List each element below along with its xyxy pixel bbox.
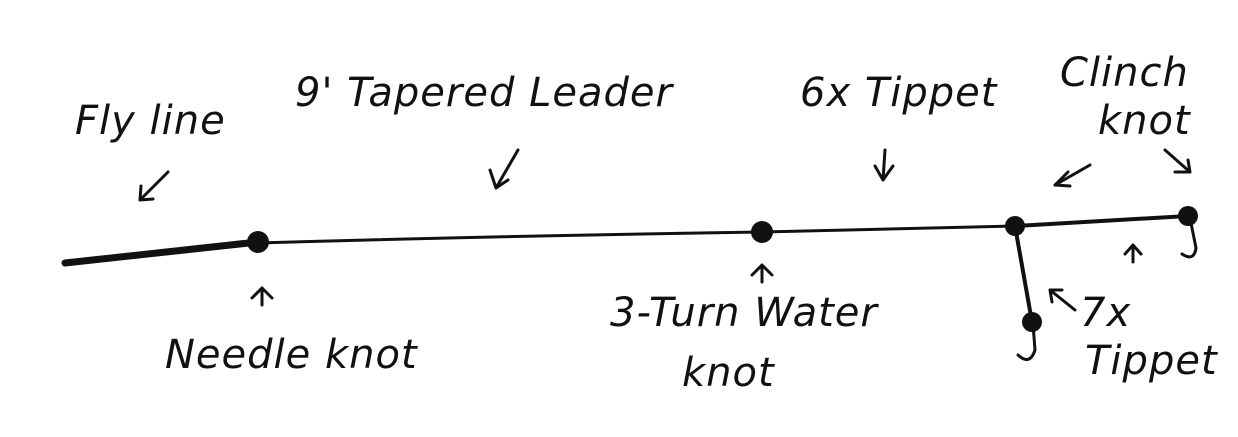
label-6x-tippet: 6x Tippet: [800, 70, 998, 116]
label-fly-line: Fly line: [75, 98, 226, 144]
water-knot-dot: [751, 221, 773, 243]
hook-end-icon: [1180, 216, 1198, 259]
clinch-knot-dropper-dot: [1022, 312, 1042, 332]
label-needle-knot: Needle knot: [165, 332, 418, 378]
tippet-7x-dropper: [1013, 224, 1034, 324]
arrow-needle-knot: [250, 286, 274, 307]
hook-dropper-icon: [1016, 322, 1037, 361]
arrow-7x: [1048, 288, 1077, 312]
label-3-turn-water: 3-Turn Water: [610, 290, 878, 336]
tapered-leader-segment: [256, 230, 764, 245]
needle-knot-dot: [247, 231, 269, 253]
arrow-main-tippet: [1123, 243, 1143, 264]
arrow-leader: [488, 148, 520, 190]
label-water-knot: knot: [682, 350, 775, 396]
dropper-junction-dot: [1005, 216, 1025, 236]
fly-line-segment: [61, 238, 262, 267]
label-clinch-knot: knot: [1098, 98, 1191, 144]
tippet-main-end-segment: [1013, 214, 1190, 228]
label-clinch: Clinch: [1060, 50, 1189, 96]
arrow-clinch-left: [1053, 163, 1092, 188]
tippet-6x-segment: [760, 224, 1017, 234]
arrow-water-knot: [750, 263, 774, 284]
label-tapered-leader: 9' Tapered Leader: [295, 70, 673, 116]
arrow-clinch-right: [1163, 148, 1192, 174]
clinch-knot-end-dot: [1178, 206, 1198, 226]
label-7x-tippet: Tippet: [1085, 338, 1218, 384]
arrow-6x: [873, 148, 895, 182]
label-7x: 7x: [1080, 290, 1132, 336]
arrow-fly-line: [138, 170, 170, 202]
